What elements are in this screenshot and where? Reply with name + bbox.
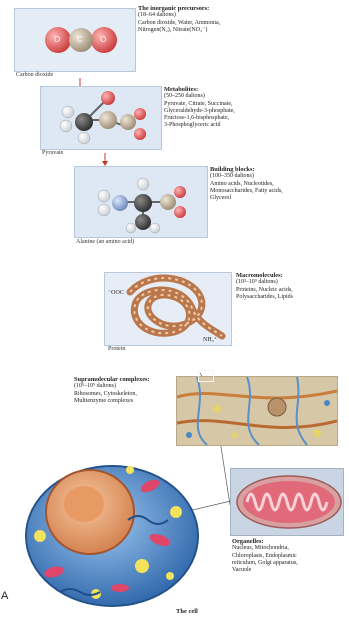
corner-letter: A bbox=[1, 590, 8, 602]
cell-vesicle-3 bbox=[34, 530, 46, 542]
cell-mitochondrion-4 bbox=[111, 584, 129, 592]
cell-vesicle-6 bbox=[126, 466, 134, 474]
cell-caption: The cell bbox=[176, 608, 198, 615]
cell-vesicle-2 bbox=[170, 506, 182, 518]
cell-vesicle-5 bbox=[166, 572, 174, 580]
cell-nucleolus bbox=[64, 486, 104, 522]
cell-vesicle-1 bbox=[135, 559, 149, 573]
